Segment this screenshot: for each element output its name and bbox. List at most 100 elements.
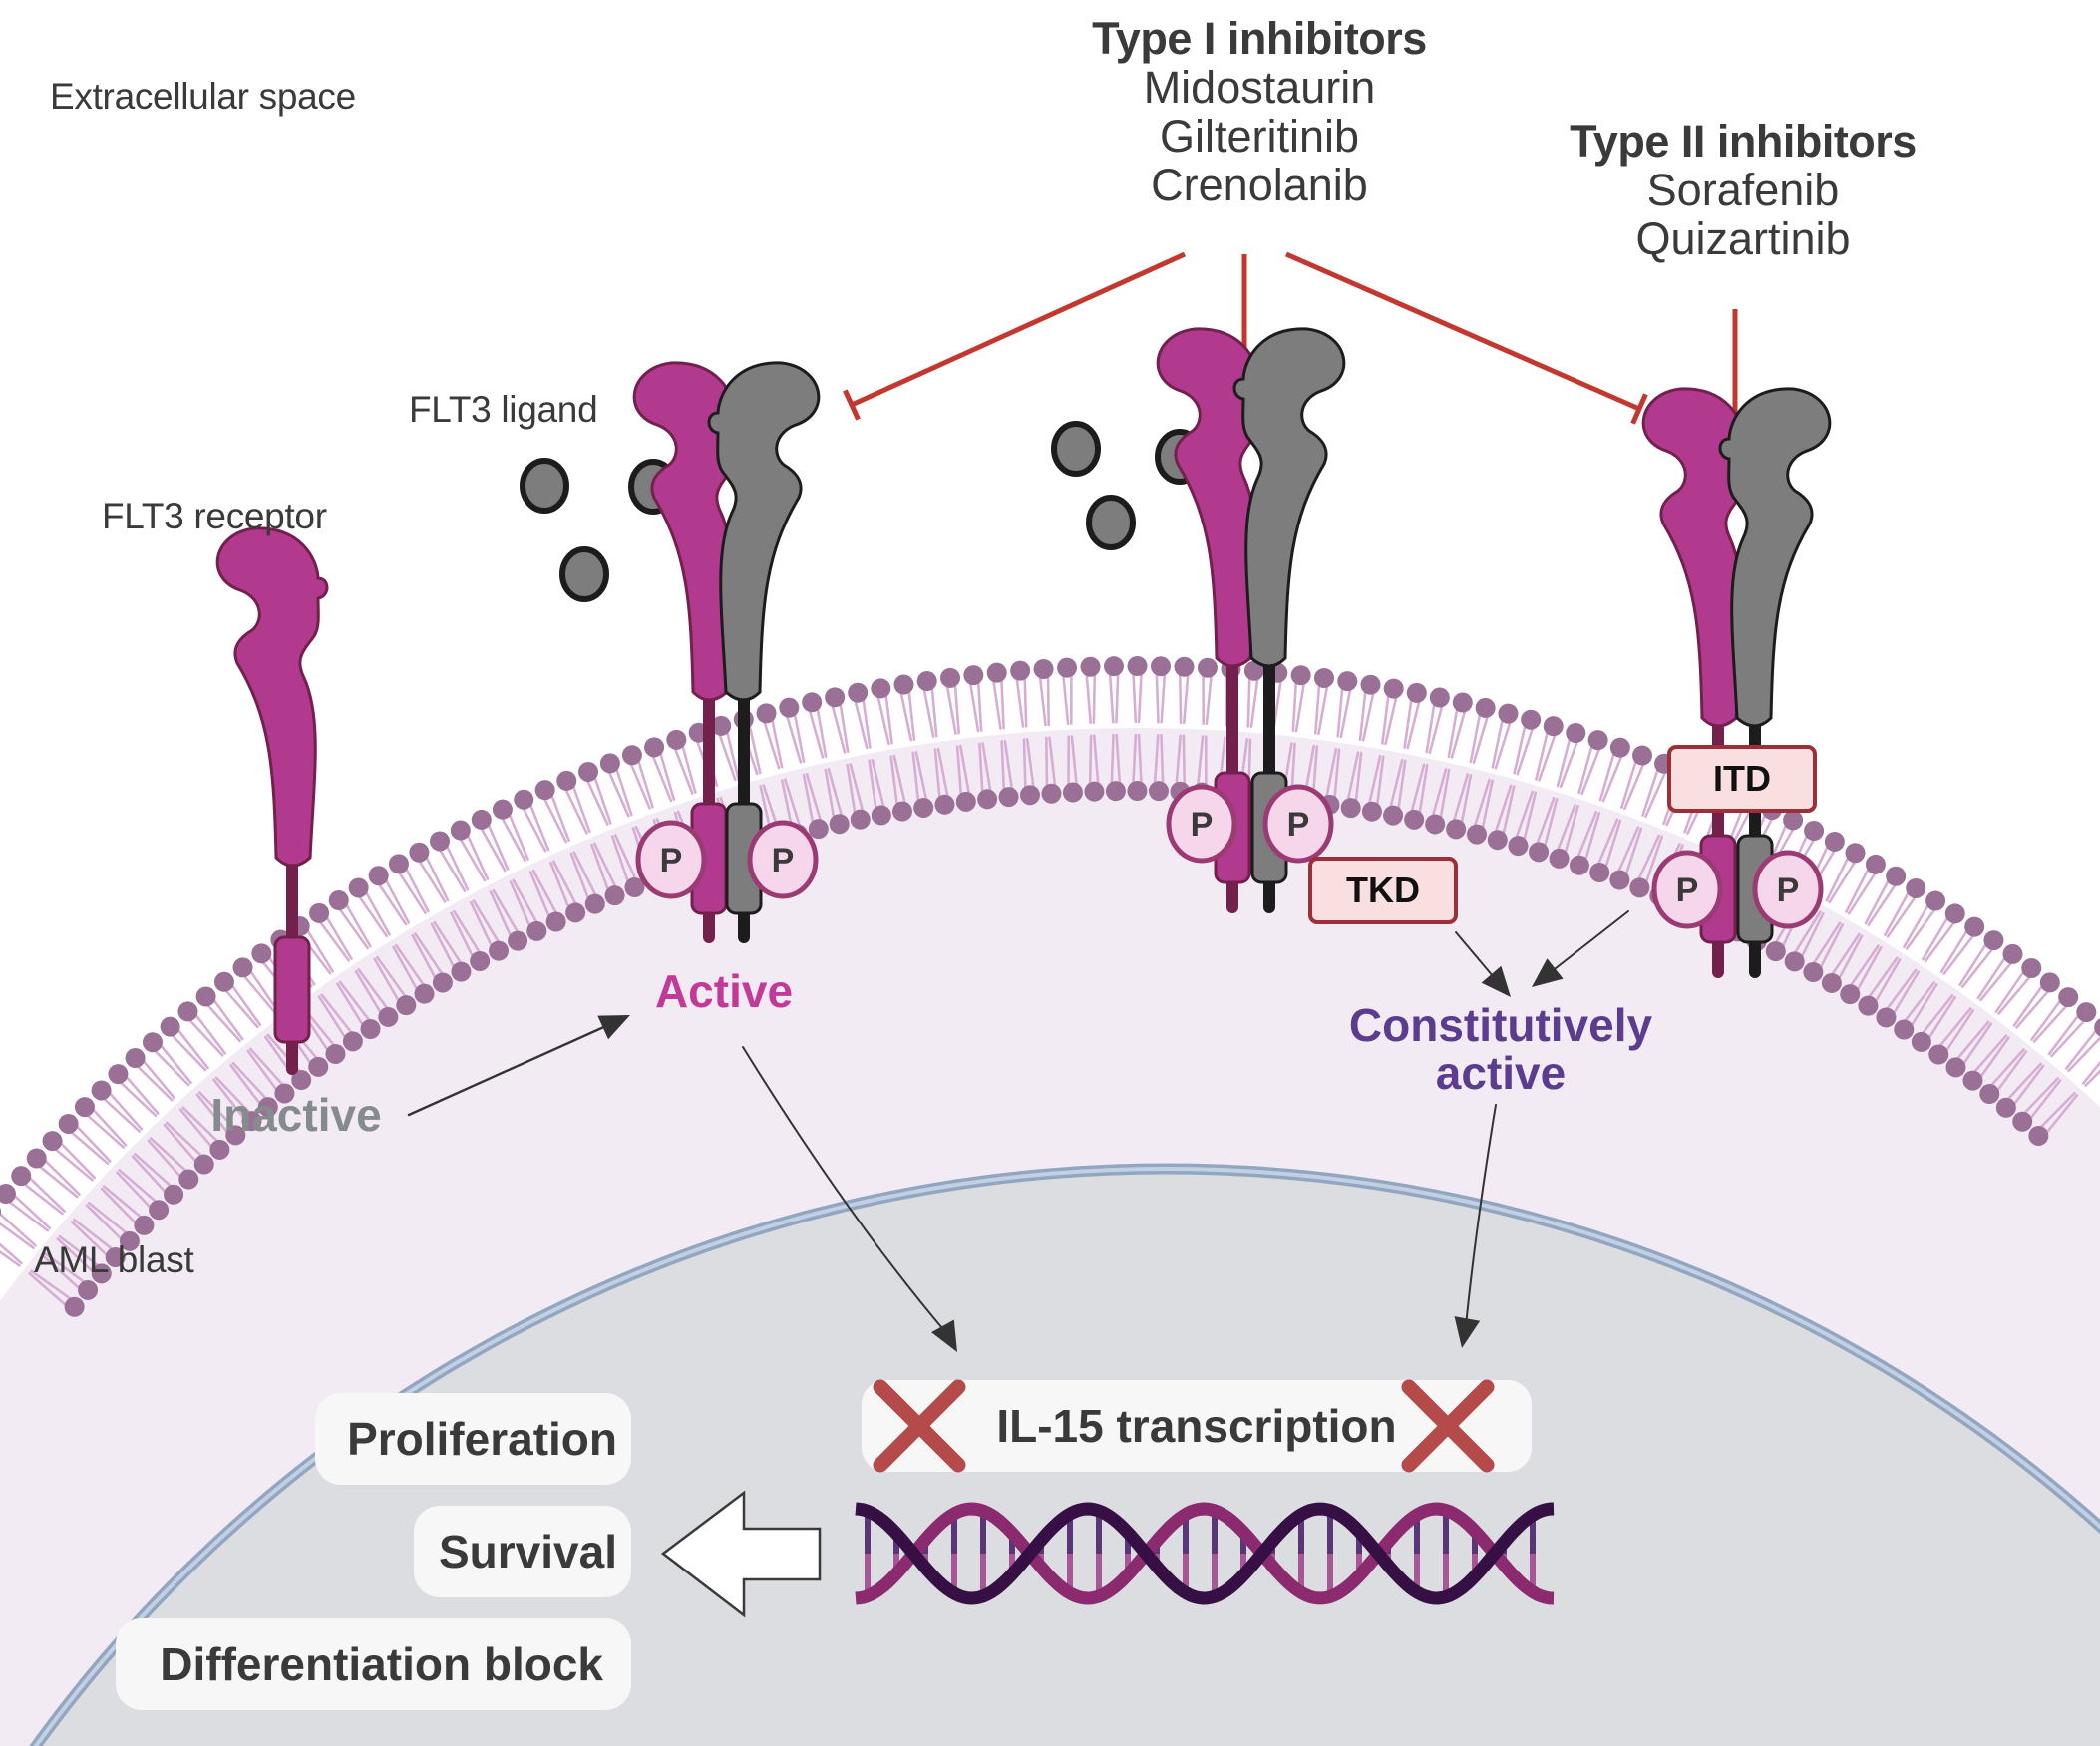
lipid-head — [142, 1032, 163, 1053]
lipid-tail — [1904, 981, 1936, 1022]
lipid-head — [666, 729, 687, 750]
lipid-tail — [771, 718, 784, 769]
lipid-tail — [849, 763, 865, 813]
lipid-tail — [336, 982, 364, 1026]
lipid-head — [26, 1148, 47, 1169]
lipid-head — [1425, 814, 1446, 835]
lipid-tail — [1620, 760, 1637, 809]
lipid-tail — [1246, 677, 1251, 728]
lipid-head — [1062, 782, 1083, 803]
lipid-tail — [165, 1121, 203, 1158]
lipid-head — [1361, 801, 1382, 822]
lipid-head — [1337, 671, 1358, 692]
lipid-tail — [637, 760, 654, 809]
lipid-tail — [1516, 727, 1535, 776]
lipid-head — [91, 1080, 112, 1101]
active-state-label: Active — [654, 965, 794, 1017]
lipid-tail — [131, 1155, 167, 1194]
lipid-tail — [87, 1201, 128, 1234]
dna-helix-icon — [855, 1502, 1555, 1605]
type1-inhibitors: Type I inhibitors Midostaurin Gilteritin… — [1092, 14, 1427, 209]
lipid-head — [848, 682, 869, 703]
lipid-tail — [1972, 1034, 2008, 1074]
lipid-head — [1925, 890, 1946, 911]
lipid-tail — [1160, 733, 1165, 785]
lipid-tail — [103, 1185, 143, 1219]
lipid-head — [119, 1230, 140, 1251]
flt3-receptor-label: FLT3 receptor — [102, 496, 327, 536]
lipid-tail — [1038, 675, 1047, 727]
lipid-tail — [1160, 672, 1167, 724]
lipid-tail — [459, 838, 487, 882]
lipid-tail — [2064, 1029, 2098, 1070]
flt3-ligand-icon — [520, 458, 569, 514]
lipid-tail — [1132, 733, 1138, 785]
lipid-tail — [1381, 694, 1390, 745]
lipid-tail — [1048, 736, 1057, 787]
lipid-tail — [195, 1093, 229, 1134]
lipid-tail — [1847, 872, 1877, 915]
lipid-head — [178, 1169, 199, 1190]
lipid-tail — [176, 1028, 209, 1070]
lipid-tail — [438, 849, 467, 892]
lipid-head — [1569, 855, 1589, 875]
lipid-head — [430, 831, 451, 852]
lipid-tail — [364, 890, 391, 936]
lipid-tail — [206, 1003, 241, 1043]
lipid-tail — [1543, 798, 1559, 848]
lipid-tail — [0, 1250, 21, 1267]
lipid-tail — [1939, 929, 1968, 974]
lipid-tail — [2032, 1004, 2068, 1043]
lipid-tail — [1997, 975, 2031, 1015]
lipid-head — [0, 1184, 16, 1205]
lipid-tail — [1354, 751, 1363, 803]
lipid-tail — [718, 733, 737, 782]
lipid-tail — [1793, 910, 1822, 954]
lipid-tail — [981, 742, 992, 793]
lipid-tail — [487, 824, 510, 871]
lipid-tail — [907, 690, 916, 741]
inhibition-icon — [1284, 251, 1648, 425]
lipid-tail — [118, 1169, 158, 1204]
lipid-head — [1508, 836, 1529, 857]
lipid-tail — [1536, 797, 1556, 845]
lipid-head — [955, 791, 976, 812]
flt3-ligands — [520, 421, 1205, 602]
lipid-head — [1406, 682, 1427, 703]
lipid-tail — [1596, 818, 1619, 866]
flt3-ligand-icon — [1051, 421, 1101, 477]
lipid-head — [891, 801, 912, 822]
lipid-head — [644, 737, 665, 758]
lipid-head — [545, 911, 566, 932]
lipid-tail — [1358, 690, 1367, 742]
lipid-tail — [763, 720, 781, 770]
lipid-tail — [1439, 768, 1451, 819]
lipid-tail — [242, 974, 277, 1015]
lipid-tail — [1601, 755, 1623, 803]
lipid-tail — [976, 681, 983, 732]
lipid-head — [1865, 854, 1886, 874]
lipid-tail — [358, 895, 389, 938]
lipid-head — [934, 794, 955, 815]
lipid-tail — [1313, 684, 1321, 735]
lipid-tail — [1556, 803, 1576, 852]
lipid-tail — [1155, 672, 1160, 724]
lipid-tail — [1831, 932, 1861, 976]
lipid-tail — [325, 916, 353, 960]
il15-transcription-label: IL-15 transcription — [996, 1400, 1397, 1452]
lipid-head — [711, 715, 732, 736]
lipid-head — [134, 1215, 155, 1235]
lipid-tail — [8, 1200, 50, 1232]
lipid-tail — [1325, 747, 1338, 798]
lipid-tail — [392, 945, 419, 991]
lipid-tail — [1339, 688, 1352, 739]
phospho-label: P — [772, 842, 795, 879]
lipid-tail — [953, 683, 960, 735]
lipid-tail — [2047, 1014, 2080, 1056]
lipid-tail — [197, 1091, 235, 1129]
lipid-tail — [992, 679, 1002, 730]
lipid-tail — [1819, 923, 1845, 969]
lipid-tail — [1604, 819, 1622, 869]
lipid-head — [1587, 730, 1608, 751]
lipid-head — [624, 877, 645, 898]
